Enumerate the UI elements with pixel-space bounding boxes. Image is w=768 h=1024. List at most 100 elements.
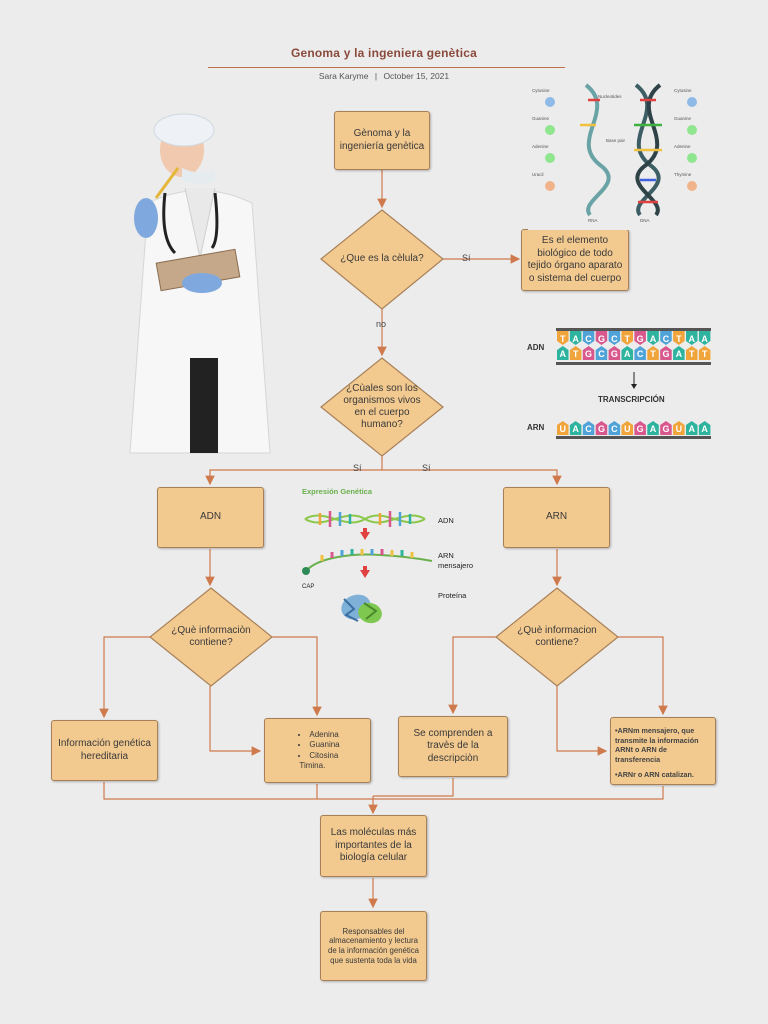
nucleotide-letter: G — [662, 349, 669, 359]
arrow-q4-down — [556, 686, 608, 756]
helix-rna-label: RNA — [588, 218, 598, 223]
nucleotide-letter: A — [676, 349, 683, 359]
join-arnm — [373, 786, 664, 800]
arrow-q2-to-adn — [205, 456, 383, 486]
box-bases: Adenina Guanina Citosina Timina. — [264, 718, 371, 783]
join-comprenden — [373, 778, 454, 797]
nucleotide-letter: A — [650, 334, 657, 344]
nucleotide-letter: A — [701, 424, 708, 434]
box-adn: ADN — [157, 487, 264, 548]
nucleotide-shape — [595, 346, 608, 360]
nucleotide-letter: C — [637, 349, 644, 359]
nucleotide-letter: C — [611, 424, 618, 434]
arrow-q4-left — [448, 636, 497, 715]
nucleotide-letter: A — [560, 349, 567, 359]
nucleotide-shape — [557, 331, 569, 345]
nucleotide-letter: T — [560, 334, 566, 344]
arrow-q3-left — [99, 636, 150, 719]
nucleotide-letter: A — [689, 424, 696, 434]
diamond-q2-text: ¿Cùales son los organismos vivos en el c… — [343, 383, 421, 430]
nucleotide-letter: C — [598, 349, 605, 359]
helix-right-label: Cytosine — [674, 88, 692, 93]
rna-strand — [584, 83, 611, 217]
nucleotide-letter: A — [650, 424, 657, 434]
box-info-hereditaria: Información genética hereditaria — [51, 720, 158, 781]
label-q1-no: no — [376, 319, 387, 329]
nucleotide-shape — [557, 421, 569, 435]
nucleotide-letter: T — [689, 349, 695, 359]
transcription-title: TRANSCRIPCIÓN — [598, 395, 665, 404]
nucleotide-shape — [582, 331, 595, 345]
author: Sara Karyme — [318, 71, 369, 81]
nucleotide-letter: G — [598, 424, 605, 434]
nucleotide-letter: C — [585, 424, 592, 434]
join-info-hered — [103, 782, 373, 800]
nucleotide-letter: T — [676, 334, 682, 344]
box-start: Gènoma y la ingeniería genètica — [334, 111, 430, 170]
diamond-q4 — [495, 587, 619, 687]
arrow-q2-to-arn — [382, 469, 562, 486]
expression-cap-label: CAP — [302, 584, 315, 590]
nucleotide-letter: U — [624, 424, 631, 434]
nucleotide-letter: T — [573, 349, 579, 359]
diamond-q1 — [320, 209, 444, 310]
nucleotide-shape — [557, 346, 569, 360]
nucleotide-letter: T — [702, 349, 708, 359]
nucleotide-shape — [569, 331, 582, 345]
nucleotide-letter: G — [611, 349, 618, 359]
nucleotide-shape — [673, 331, 685, 345]
nucleotide-letter: A — [701, 334, 708, 344]
nucleotide-shape — [569, 421, 582, 435]
label-q2-yes-left: Sí — [353, 463, 362, 473]
nucleotide-letter: C — [663, 334, 670, 344]
diamond-q4-text: ¿Què informacion contiene? — [517, 625, 597, 648]
box-moleculas: Las moléculas más importantes de la biol… — [320, 815, 427, 877]
nucleotide-letter: G — [662, 424, 669, 434]
byline: Sara Karyme | October 15, 2021 — [0, 71, 768, 81]
nucleotide-shape — [660, 421, 672, 435]
arrow-q3-down — [209, 686, 262, 756]
dna-strand-b — [635, 83, 662, 217]
base-item: Guanina — [309, 740, 339, 750]
nucleotide-shape — [673, 421, 685, 435]
nucleotide-shape — [698, 346, 711, 360]
nucleotide-shape — [647, 346, 659, 360]
nucleotide-shape — [608, 421, 621, 435]
title-divider — [208, 67, 565, 68]
expression-arn-label: ARN — [438, 551, 454, 560]
nucleotide-shape — [569, 346, 582, 360]
box-celula-definicion: Es el elemento biológico de todo tejido … — [521, 229, 629, 291]
nucleotide-letter: C — [611, 334, 618, 344]
bases-list: Adenina Guanina Citosina Timina. — [295, 730, 339, 771]
nucleotide-letter: A — [572, 334, 579, 344]
helix-small-molecules — [545, 97, 697, 191]
nucleotide-shape — [647, 331, 659, 345]
nucleotide-letter: A — [624, 349, 631, 359]
nucleotide-letter: U — [676, 424, 683, 434]
nucleotide-shape — [634, 421, 646, 435]
helix-basepair-label: Base pair — [606, 138, 626, 143]
nucleotide-shape — [698, 421, 711, 435]
expression-adn-label: ADN — [438, 516, 454, 525]
nucleotide-shape — [686, 331, 698, 345]
arnm-line-2: •ARNr o ARN catalizan. — [615, 769, 694, 779]
helix-dna-label: DNA — [640, 218, 650, 223]
nucleotide-shape — [634, 331, 646, 345]
nucleotide-letter: C — [585, 334, 592, 344]
nucleotide-letter: G — [637, 334, 644, 344]
nucleotide-letter: G — [637, 424, 644, 434]
byline-separator: | — [374, 71, 378, 81]
arrow-q3-right — [272, 636, 322, 717]
helix-left-label: Uracil — [532, 172, 544, 177]
nucleotide-shape — [608, 346, 621, 360]
nucleotide-letter: U — [560, 424, 567, 434]
transcription-arn-label: ARN — [527, 423, 545, 432]
dna-rna-helix-graphic: Cytosine Guanine Adenine Uracil Cytosine… — [528, 80, 718, 230]
nucleotide-shape — [621, 346, 633, 360]
label-q2-yes-right: Sí — [422, 463, 431, 473]
